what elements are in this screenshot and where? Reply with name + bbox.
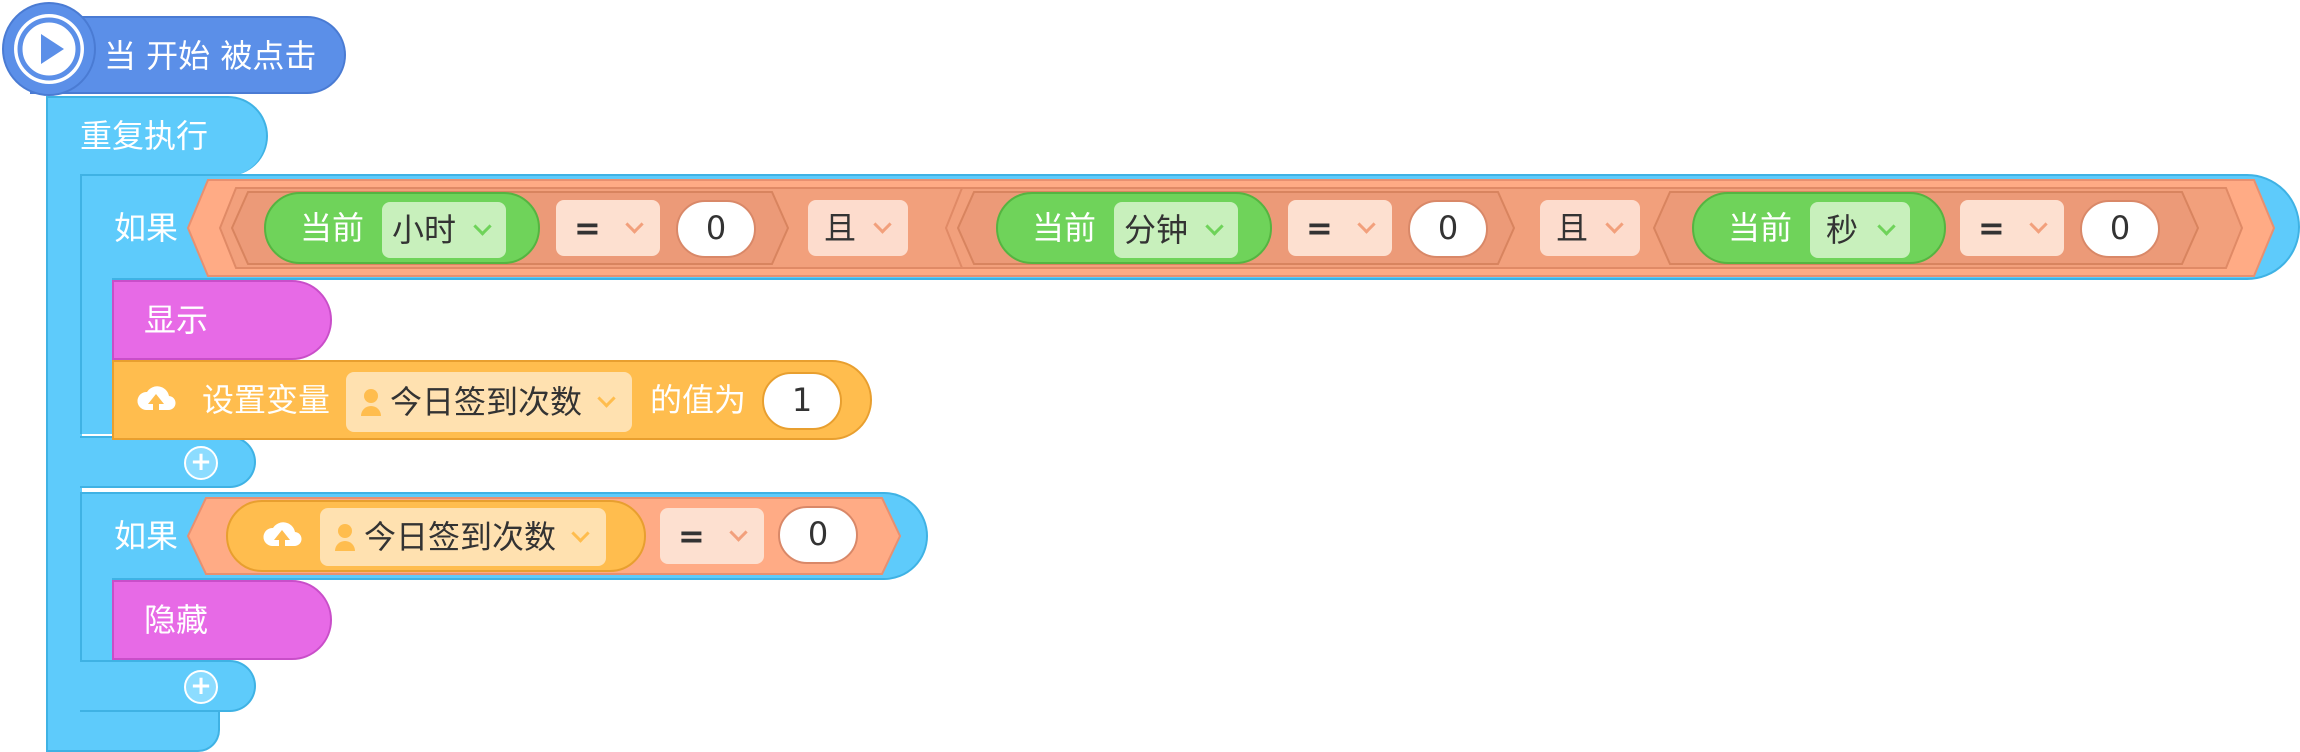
variable-dropdown-1[interactable]: 今日签到次数 xyxy=(346,372,632,432)
current-time-sensor-second[interactable]: 当前 秒 xyxy=(1692,192,1946,264)
user-icon xyxy=(361,389,381,416)
time-unit-dropdown-minute[interactable]: 分钟 xyxy=(1114,202,1238,258)
chevron-down-icon xyxy=(1205,217,1224,236)
set-variable-value[interactable]: 1 xyxy=(762,372,842,430)
add-block-button-1[interactable]: + xyxy=(184,446,218,480)
cloud-upload-icon xyxy=(263,522,302,550)
current-time-sensor-minute[interactable]: 当前 分钟 xyxy=(996,192,1272,264)
cloud-upload-icon xyxy=(137,386,176,414)
op-dropdown-variable[interactable]: = xyxy=(660,508,764,564)
user-icon xyxy=(335,524,355,551)
chevron-down-icon xyxy=(473,217,492,236)
chevron-down-icon xyxy=(729,523,748,542)
play-icon xyxy=(17,17,81,81)
current-label-1: 当前 xyxy=(300,209,365,247)
show-label: 显示 xyxy=(144,301,209,339)
chevron-down-icon xyxy=(873,215,892,234)
if-label-1: 如果 xyxy=(114,209,179,247)
hide-block[interactable]: 隐藏 xyxy=(112,580,332,660)
variable-dropdown-2[interactable]: 今日签到次数 xyxy=(320,508,606,566)
and-label-1: 且 xyxy=(824,209,857,247)
show-block[interactable]: 显示 xyxy=(112,280,332,360)
time-unit-dropdown-second[interactable]: 秒 xyxy=(1810,202,1910,258)
op-symbol-hour: = xyxy=(574,209,601,247)
variable-name-2: 今日签到次数 xyxy=(364,518,557,556)
op-dropdown-minute[interactable]: = xyxy=(1288,200,1392,256)
op-symbol-variable: = xyxy=(678,517,705,555)
value-input-minute[interactable]: 0 xyxy=(1408,200,1488,258)
value-input-hour[interactable]: 0 xyxy=(676,200,756,258)
if-bottom-1 xyxy=(80,436,256,488)
chevron-down-icon xyxy=(1605,215,1624,234)
chevron-down-icon xyxy=(1357,215,1376,234)
hat-label: 当 开始 被点击 xyxy=(104,37,317,75)
op-dropdown-hour[interactable]: = xyxy=(556,200,660,256)
chevron-down-icon xyxy=(625,215,644,234)
start-flag-icon[interactable] xyxy=(2,2,96,96)
op-symbol-second: = xyxy=(1978,209,2005,247)
value-input-second[interactable]: 0 xyxy=(2080,200,2160,258)
chevron-down-icon xyxy=(571,524,590,543)
if-label-2: 如果 xyxy=(114,517,179,555)
forever-loop-block[interactable]: 重复执行 xyxy=(46,96,268,176)
and-dropdown-2[interactable]: 且 xyxy=(1540,200,1640,256)
current-label-3: 当前 xyxy=(1728,209,1793,247)
time-unit-minute: 分钟 xyxy=(1124,211,1189,249)
hide-label: 隐藏 xyxy=(144,601,209,639)
current-time-sensor-hour[interactable]: 当前 小时 xyxy=(264,192,540,264)
op-symbol-minute: = xyxy=(1306,209,1333,247)
set-variable-prefix: 设置变量 xyxy=(202,381,331,419)
chevron-down-icon xyxy=(1877,217,1896,236)
op-dropdown-second[interactable]: = xyxy=(1960,200,2064,256)
time-unit-second: 秒 xyxy=(1826,211,1859,249)
value-input-variable[interactable]: 0 xyxy=(778,506,858,564)
current-label-2: 当前 xyxy=(1032,209,1097,247)
if-arm-1 xyxy=(80,278,112,434)
and-dropdown-1[interactable]: 且 xyxy=(808,200,908,256)
set-variable-block[interactable]: 设置变量 今日签到次数 的值为 1 xyxy=(112,360,872,440)
variable-name-1: 今日签到次数 xyxy=(390,383,583,421)
time-unit-hour: 小时 xyxy=(392,211,457,249)
variable-reporter[interactable]: 今日签到次数 xyxy=(226,500,646,572)
chevron-down-icon xyxy=(597,389,616,408)
loop-arm xyxy=(46,172,82,708)
add-block-button-2[interactable]: + xyxy=(184,670,218,704)
chevron-down-icon xyxy=(2029,215,2048,234)
loop-bottom-cap xyxy=(46,708,220,752)
time-unit-dropdown-hour[interactable]: 小时 xyxy=(382,202,506,258)
loop-label: 重复执行 xyxy=(80,117,209,155)
if-bottom-2 xyxy=(80,660,256,712)
and-label-2: 且 xyxy=(1556,209,1589,247)
if-arm-2 xyxy=(80,578,112,662)
set-variable-suffix: 的值为 xyxy=(650,381,747,419)
